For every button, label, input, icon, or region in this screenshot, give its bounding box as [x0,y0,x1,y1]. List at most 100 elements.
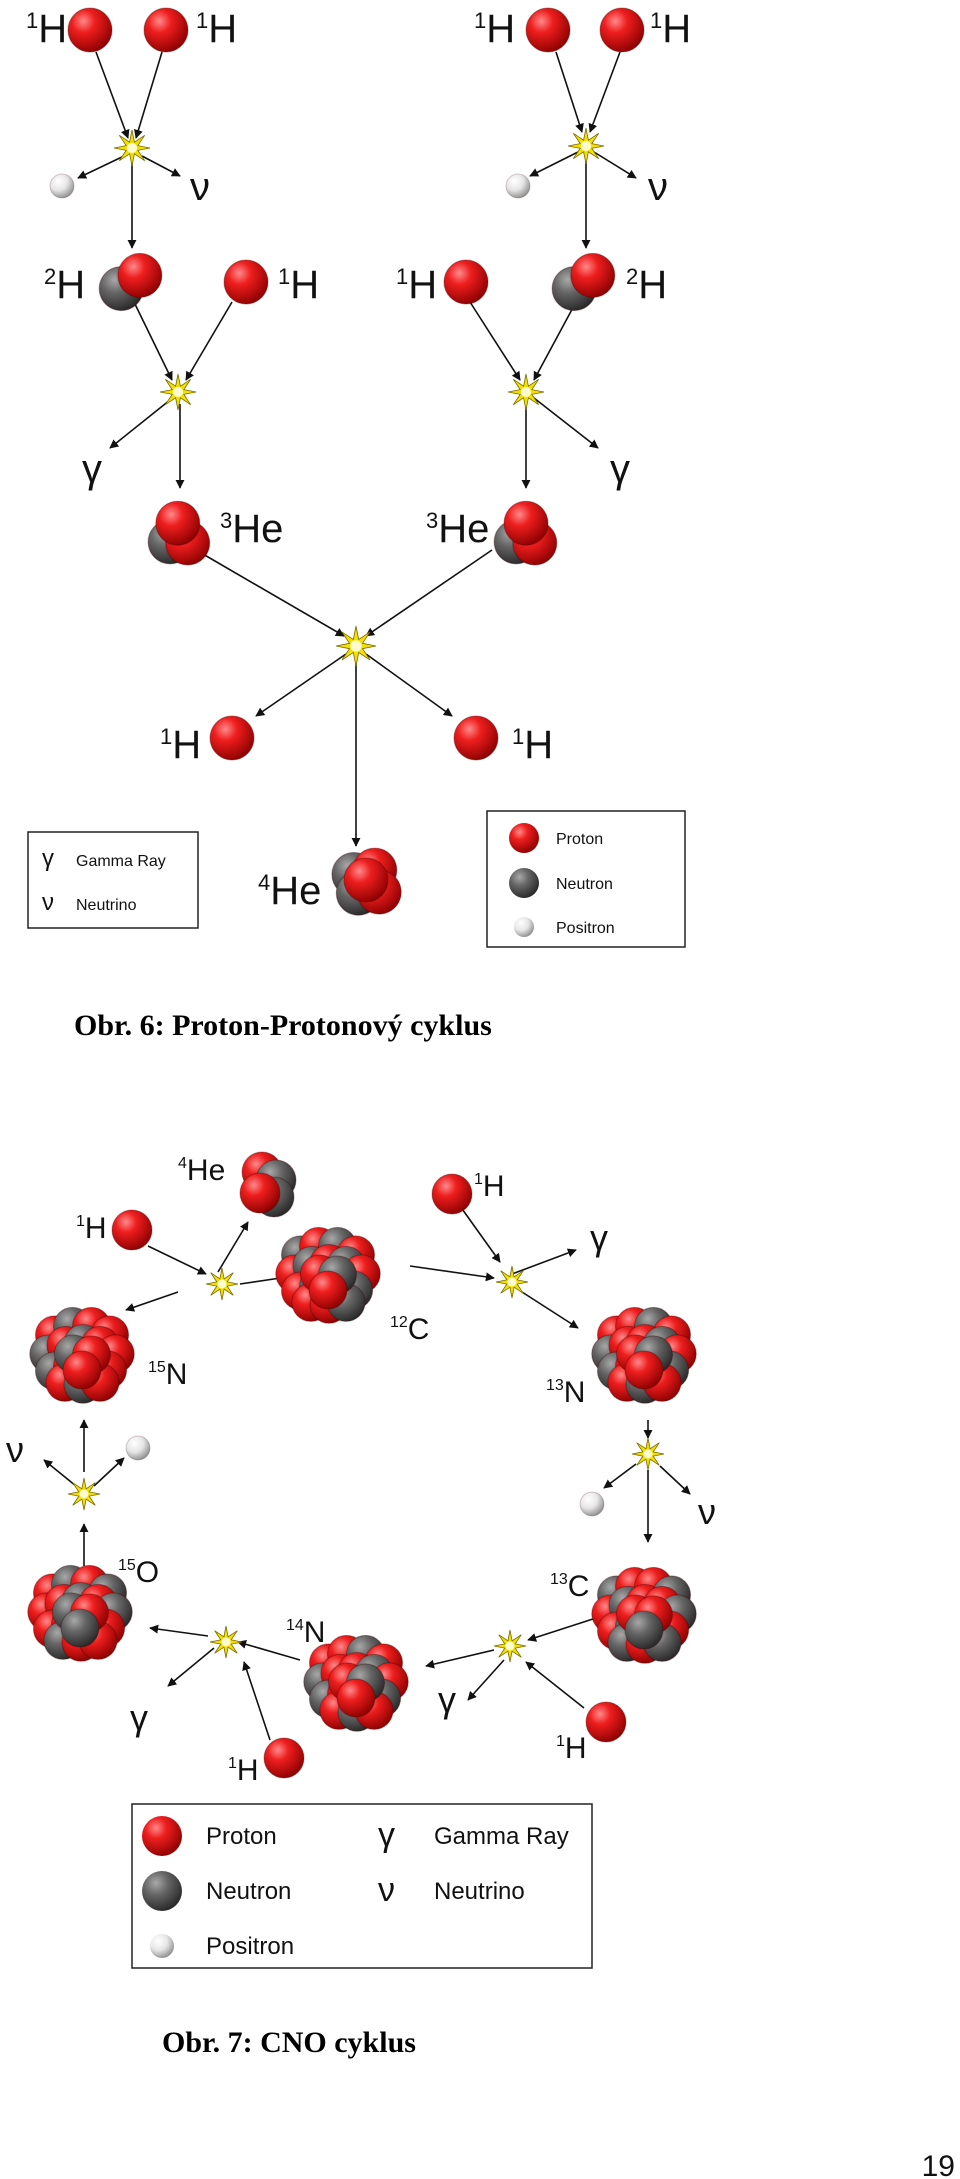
proton-icon [142,1816,182,1856]
label-h: 1H [76,1212,107,1245]
proton [143,7,189,53]
reaction-arrow [95,51,130,139]
label-h: 1H [26,7,67,51]
proton [525,7,571,53]
reaction-flash-core [643,1449,653,1459]
reaction-flash-core [221,1637,231,1647]
label-c13: 13C [550,1570,589,1603]
reaction-arrow [511,1248,577,1275]
neutrino-symbol: ν [698,1491,716,1532]
reaction-arrow [167,1647,215,1687]
proton-icon [509,823,539,853]
proton [111,1209,153,1251]
proton [624,1350,664,1390]
pp-particles [49,7,645,916]
label-h: 1H [160,723,201,767]
reaction-arrow [147,1245,207,1275]
reaction-arrow [659,1465,691,1495]
cno-legend: Proton Neutron Positron γ Gamma Ray ν Ne… [131,1803,593,1969]
reaction-flash-core [79,1489,89,1499]
label-n14: 14N [286,1616,325,1649]
positron [579,1491,605,1517]
reaction-arrow [593,151,637,179]
reaction-arrow [533,397,599,449]
reaction-arrow [141,155,181,177]
label-c12: 12C [390,1313,429,1346]
legend-label: Neutron [556,876,613,893]
neutron-icon [142,1871,182,1911]
reaction-arrow [195,549,345,637]
pp-legend-right: Proton Neutron Positron [486,810,686,948]
neutrino-symbol: ν [190,165,210,209]
proton [155,500,201,546]
reaction-arrow [425,1649,495,1669]
reaction-flash-core [350,640,362,652]
label-h: 1H [228,1754,259,1787]
reaction-arrow [43,1459,77,1487]
reaction-arrow [521,1291,579,1329]
legend-label: Positron [206,1933,294,1960]
neutrino-symbol: ν [378,1871,395,1909]
label-h: 1H [474,7,515,51]
reaction-arrow [149,1624,209,1637]
label-h: 1H [196,7,237,51]
neutron [624,1610,664,1650]
reaction-arrow [185,301,233,381]
positron [49,173,75,199]
legend-label: Neutrino [434,1878,525,1905]
pp-chain-diagram: 1H 1H 1H 1H 2H 1H 1H 2H 3He 3He 1H 1H 4H… [26,7,691,948]
legend-label: Neutron [206,1878,291,1905]
reaction-arrow [525,1661,585,1709]
gamma-symbol: γ [590,1217,608,1258]
reaction-arrow [255,653,347,717]
legend-label: Positron [556,920,615,937]
label-h: 1H [556,1732,587,1765]
label-h: 1H [650,7,691,51]
label-n15: 15N [148,1358,187,1391]
reaction-flash-core [217,1279,227,1289]
reaction-arrow [133,301,173,381]
gamma-symbol: γ [378,1816,395,1854]
reaction-flash-core [172,386,184,398]
proton [503,500,549,546]
label-h: 1H [396,263,437,307]
cno-arrows [43,1205,691,1741]
proton [453,715,499,761]
reaction-arrow [459,1205,501,1263]
label-he3: 3He [426,507,489,551]
reaction-arrow [588,51,621,133]
positron-icon [514,917,534,937]
pp-legend-left: γ Gamma Ray ν Neutrino [27,831,199,929]
proton [443,259,489,305]
neutron-icon [509,868,539,898]
neutrino-symbol: ν [6,1429,24,1470]
reaction-flash-core [520,386,532,398]
proton [308,1270,348,1310]
gamma-symbol: γ [610,447,630,491]
proton [209,715,255,761]
reaction-arrow [533,301,577,381]
proton [263,1737,305,1779]
legend-label: Gamma Ray [76,853,166,870]
proton [570,252,616,298]
neutrino-symbol: ν [648,165,668,209]
reaction-arrow [603,1463,637,1489]
proton [336,1678,376,1718]
reaction-flash-core [580,140,592,152]
proton [431,1173,473,1215]
page-number: 19 [922,2150,955,2179]
reaction-arrow [365,549,493,637]
positron [505,173,531,199]
reaction-arrow [555,51,584,133]
reaction-arrow [409,1265,495,1282]
proton [223,259,269,305]
neutrino-symbol: ν [42,889,54,916]
label-he4: 4He [178,1154,225,1187]
gamma-symbol: γ [130,1697,148,1738]
proton [343,857,389,903]
reaction-flash-core [507,1277,517,1287]
gamma-symbol: γ [82,447,102,491]
figure-caption: Obr. 6: Proton-Protonový cyklus [74,1009,492,1042]
label-h: 1H [278,263,319,307]
